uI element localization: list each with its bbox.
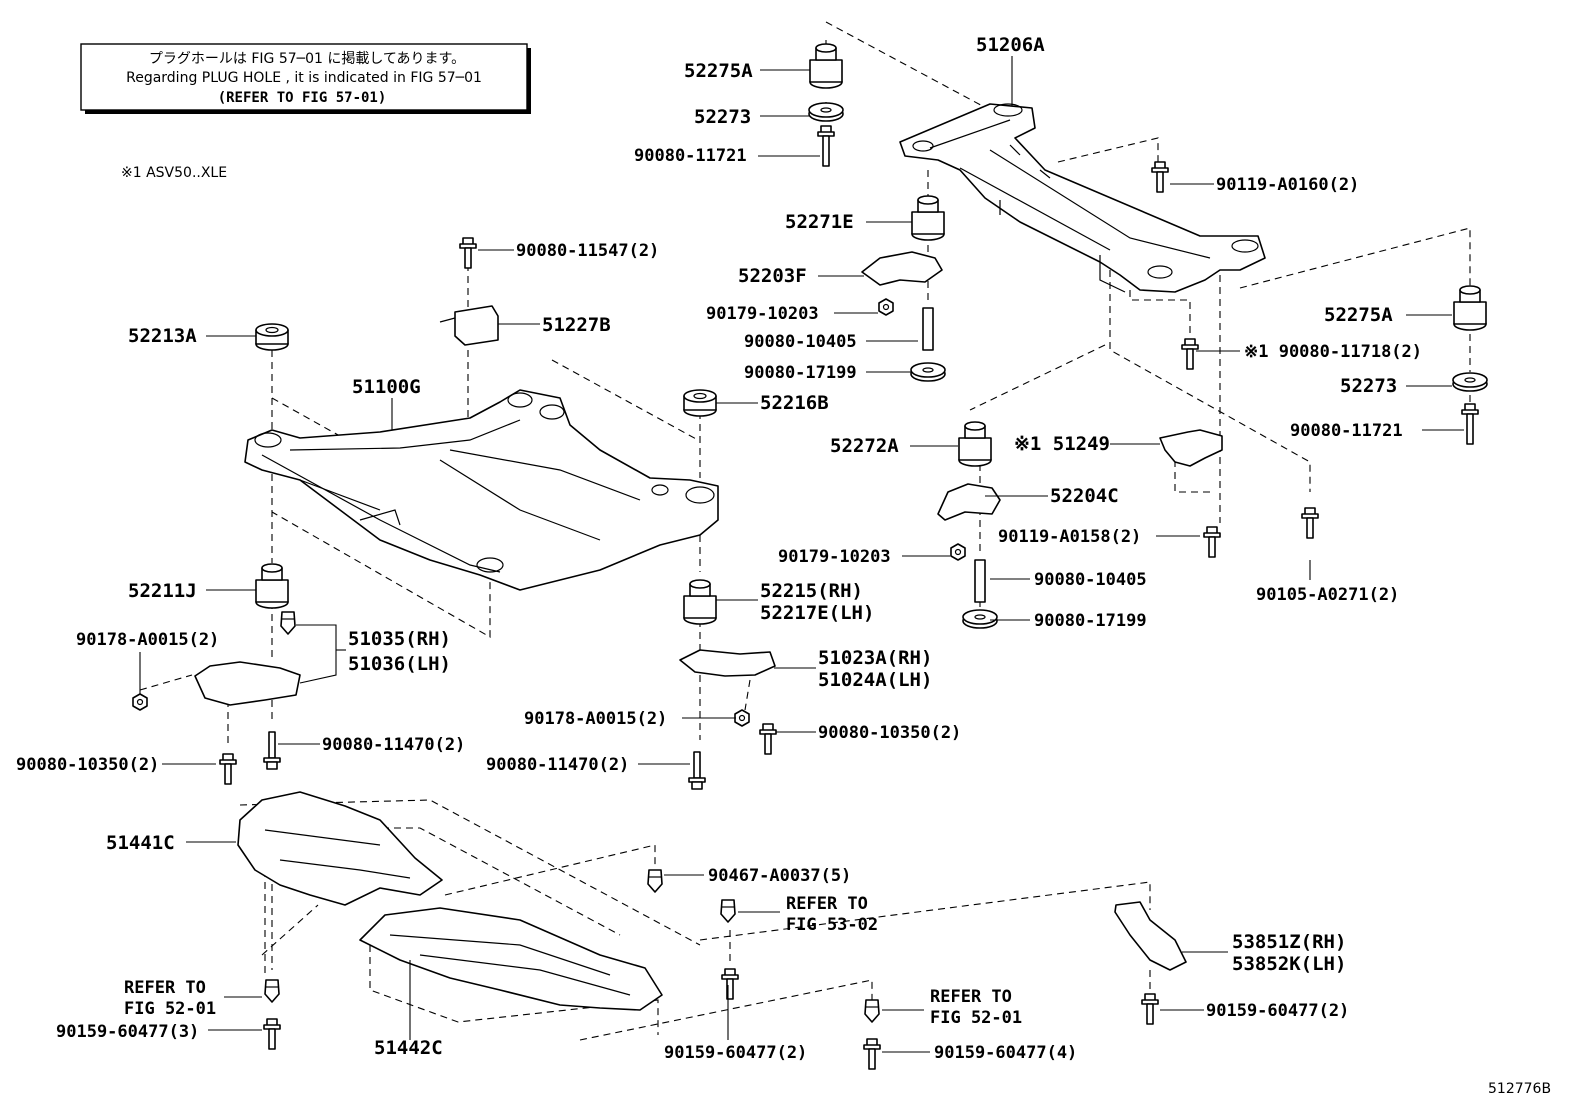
label-51227B: 51227B (542, 314, 611, 336)
label-90080-17199-mid: 90080-17199 (1034, 611, 1147, 631)
note-line-2: Regarding PLUG HOLE , it is indicated in… (126, 70, 482, 86)
label-refer-53-line1: REFER TO (786, 894, 868, 914)
label-90178-A0015-mid: 90178-A0015(2) (524, 709, 667, 729)
label-refer-52b-line2: FIG 52-01 (930, 1008, 1022, 1028)
label-52215: 52215(RH) (760, 580, 863, 602)
label-90080-10350-left: 90080-10350(2) (16, 755, 159, 775)
label-90178-A0015-left: 90178-A0015(2) (76, 630, 219, 650)
brace-51023A (679, 649, 776, 677)
label-90179-10203-top: 90179-10203 (706, 304, 819, 324)
label-refer-52b-line1: REFER TO (930, 987, 1012, 1007)
label-52211J: 52211J (128, 580, 197, 602)
label-90119-A0160: 90119-A0160(2) (1216, 175, 1359, 195)
fasteners (132, 43, 1488, 1070)
label-52275A-right: 52275A (1324, 304, 1393, 326)
part-labels: 51206A 52275A 52273 90080-11721 52271E 5… (16, 34, 1422, 1063)
label-90080-11721-right: 90080-11721 (1290, 421, 1403, 441)
label-90159-60477-2b: 90159-60477(2) (1206, 1001, 1349, 1021)
label-53851Z: 53851Z(RH) (1232, 931, 1346, 953)
label-52203F: 52203F (738, 265, 807, 287)
bracket-51227B (439, 305, 499, 346)
label-52213A: 52213A (128, 325, 197, 347)
label-90080-11718: ※1 90080-11718(2) (1244, 342, 1422, 362)
label-52271E: 52271E (785, 211, 854, 233)
label-90080-11547: 90080-11547(2) (516, 241, 659, 261)
label-90179-10203-mid: 90179-10203 (778, 547, 891, 567)
label-53852K: 53852K(LH) (1232, 953, 1346, 975)
note-line-1: プラグホールは FIG 57─01 に掲載してあります。 (149, 51, 465, 67)
label-90080-11721-top: 90080-11721 (634, 146, 747, 166)
label-51035: 51035(RH) (348, 628, 451, 650)
label-52275A-top: 52275A (684, 60, 753, 82)
label-52273-right: 52273 (1340, 375, 1397, 397)
label-51442C: 51442C (374, 1037, 443, 1059)
label-90105-A0271: 90105-A0271(2) (1256, 585, 1399, 605)
label-90080-17199-top: 90080-17199 (744, 363, 857, 383)
label-refer-52a-line1: REFER TO (124, 978, 206, 998)
label-90159-60477-2a: 90159-60477(2) (664, 1043, 807, 1063)
label-90467-A0037: 90467-A0037(5) (708, 866, 851, 886)
label-51206A: 51206A (976, 34, 1045, 56)
note-box: プラグホールは FIG 57─01 に掲載してあります。 Regarding P… (80, 43, 531, 114)
diagram-id: 512776B (1488, 1081, 1551, 1097)
label-90080-10405-top: 90080-10405 (744, 332, 857, 352)
label-52216B: 52216B (760, 392, 829, 414)
label-90159-60477-3: 90159-60477(3) (56, 1022, 199, 1042)
label-51024A: 51024A(LH) (818, 669, 932, 691)
label-52217E: 52217E(LH) (760, 602, 874, 624)
footnote: ※1 ASV50..XLE (121, 165, 227, 181)
label-90080-10405-mid: 90080-10405 (1034, 570, 1147, 590)
engine-under-cover-51442C (359, 907, 663, 1011)
label-90080-11470-left: 90080-11470(2) (322, 735, 465, 755)
engine-under-cover-51441C (237, 791, 443, 906)
note-line-3: (REFER TO FIG 57-01) (218, 90, 387, 106)
label-51023A: 51023A(RH) (818, 647, 932, 669)
label-52273-top: 52273 (694, 106, 751, 128)
label-51441C: 51441C (106, 832, 175, 854)
label-51249: ※1 51249 (1014, 433, 1110, 455)
front-crossmember-51100G (244, 389, 719, 591)
bracket-52203F (861, 251, 943, 286)
label-90159-60477-4: 90159-60477(4) (934, 1043, 1077, 1063)
label-refer-53-line2: FIG 53-02 (786, 915, 878, 935)
bracket-51249 (1159, 429, 1223, 467)
brace-51035 (194, 661, 301, 706)
label-52204C: 52204C (1050, 485, 1119, 507)
label-52272A: 52272A (830, 435, 899, 457)
label-51036: 51036(LH) (348, 653, 451, 675)
bracket-52204C (937, 483, 1001, 521)
label-90080-11470-mid: 90080-11470(2) (486, 755, 629, 775)
cover-53851Z (1114, 901, 1187, 971)
label-90080-10350-mid: 90080-10350(2) (818, 723, 961, 743)
label-51100G: 51100G (352, 376, 421, 398)
leader-lines (139, 56, 1464, 1053)
rear-crossmember-51206A (899, 103, 1266, 293)
label-refer-52a-line2: FIG 52-01 (124, 999, 216, 1019)
label-90119-A0158: 90119-A0158(2) (998, 527, 1141, 547)
